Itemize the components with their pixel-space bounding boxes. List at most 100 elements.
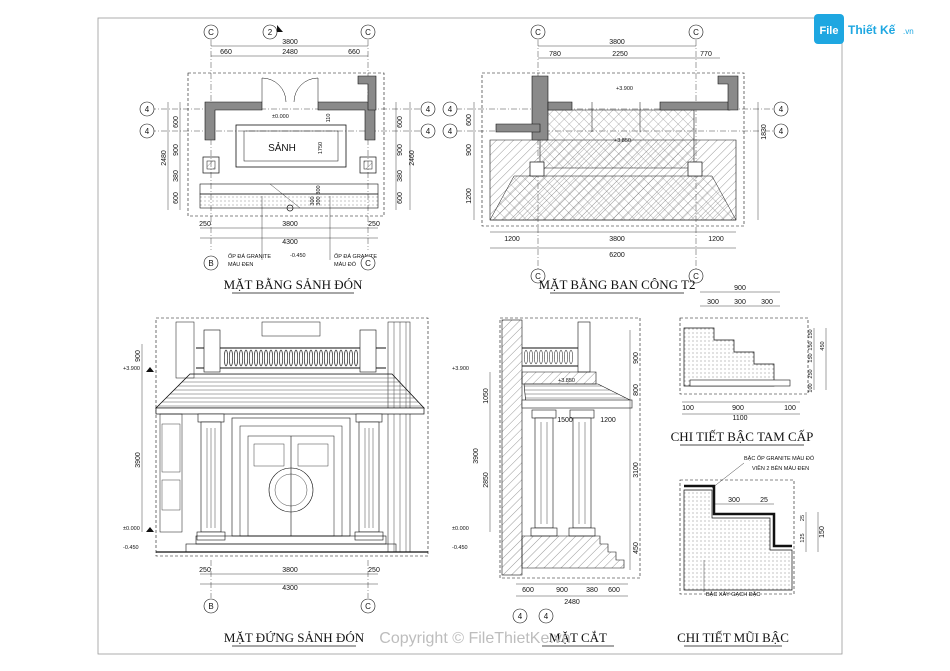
plan2-level-b: +3.850 bbox=[614, 138, 631, 144]
elevation-lobby: +3.900 ±0.000 -0.450 900 3900 250 3800 2… bbox=[123, 317, 429, 647]
grid-bubble-c: C bbox=[535, 28, 541, 37]
sect-dim-right-a: 900 bbox=[633, 352, 640, 364]
grid-bubble-c: C bbox=[693, 272, 699, 281]
title-nosing-detail: CHI TIẾT MŨI BẬC bbox=[677, 630, 789, 645]
elev-dim-bottom-b: 3800 bbox=[282, 567, 298, 574]
steps-dim-right-e: 100 bbox=[808, 383, 814, 392]
plan2-dim-right: 1830 bbox=[761, 124, 768, 140]
plan1-note-granite-black-1: ỐP ĐÁ GRANITE bbox=[228, 253, 271, 260]
title-plan-balcony: MẶT BẰNG BAN CÔNG T2 bbox=[539, 277, 696, 292]
plan2-dim-top-c: 770 bbox=[700, 51, 712, 58]
plan1-dim-right-c: 380 bbox=[397, 170, 404, 182]
plan2-dim-bottom-total: 6200 bbox=[609, 252, 625, 259]
grid-bubble-4: 4 bbox=[448, 127, 453, 136]
grid-bubble-4: 4 bbox=[426, 127, 431, 136]
grid-bubble-2: 2 bbox=[268, 28, 273, 37]
sect-dim-bottom-b: 900 bbox=[556, 587, 568, 594]
nosing-dim-total: 150 bbox=[819, 526, 826, 538]
logo-brand-a: File bbox=[820, 25, 839, 37]
grid-bubble-b: B bbox=[208, 602, 213, 611]
detail-nosing: BẬC ỐP GRANITE MÀU ĐỎ VIỀN 2 BÊN MÀU ĐEN… bbox=[677, 455, 826, 647]
plan1-dim-top-c: 660 bbox=[348, 49, 360, 56]
watermark-copyright: Copyright © FileThietKe.vn bbox=[379, 630, 570, 647]
steps-dim-right-b: 150 bbox=[808, 341, 814, 350]
plan2-dim-left-b: 900 bbox=[466, 144, 473, 156]
sect-level-minus: -0.450 bbox=[452, 545, 468, 551]
grid-bubble-4: 4 bbox=[448, 105, 453, 114]
sheet-border bbox=[97, 17, 843, 655]
plan1-dim-left-a: 600 bbox=[173, 116, 180, 128]
steps-dim-bottom-total: 1100 bbox=[732, 415, 747, 422]
grid-bubble-4: 4 bbox=[779, 127, 784, 136]
watermark-logo: File Thiết Kế .vn bbox=[814, 14, 914, 44]
grid-bubble-c: C bbox=[365, 28, 371, 37]
elev-dim-left-a: 900 bbox=[135, 350, 142, 362]
sect-dim-right-b: 800 bbox=[633, 384, 640, 396]
section-view: +3.900 +3.850 ±0.000 -0.450 1050 3900 28… bbox=[452, 317, 641, 647]
plan1-dim-left-d: 600 bbox=[173, 192, 180, 204]
steps-dim-right-c: 150 bbox=[808, 353, 814, 362]
steps-dim-right-total: 450 bbox=[820, 341, 826, 350]
sect-dim-inner-a: 1500 bbox=[557, 417, 573, 424]
nosing-note-granite-red: BẬC ỐP GRANITE MÀU ĐỎ bbox=[744, 455, 815, 462]
plan-lobby: SẢNH 3800 660 2480 660 600 900 2480 380 … bbox=[139, 24, 420, 294]
plan1-dim-bottom-a: 250 bbox=[199, 221, 211, 228]
grid-bubble-4: 4 bbox=[426, 105, 431, 114]
grid-bubble-c: C bbox=[693, 28, 699, 37]
plan1-level-minus: -0.450 bbox=[290, 253, 306, 259]
plan2-dim-left-a: 600 bbox=[466, 114, 473, 126]
title-elevation-lobby: MẶT ĐỨNG SẢNH ĐÓN bbox=[224, 630, 365, 645]
plan1-dim-top-total: 3800 bbox=[282, 39, 298, 46]
nosing-dim-b: 25 bbox=[760, 497, 768, 504]
plan1-dim-inner-e: 300 bbox=[310, 196, 316, 205]
grid-bubble-4: 4 bbox=[518, 612, 523, 621]
logo-brand-b: Thiết Kế bbox=[848, 23, 896, 37]
sect-level-zero: ±0.000 bbox=[452, 526, 469, 532]
grid-bubble-b: B bbox=[208, 259, 213, 268]
grid-bubble-c: C bbox=[535, 272, 541, 281]
sect-dim-left-c: 2850 bbox=[483, 472, 490, 488]
steps-dim-bottom-a: 100 bbox=[682, 405, 694, 412]
elev-dim-left-b: 3900 bbox=[135, 452, 142, 468]
plan1-dim-inner-c: 300 bbox=[316, 185, 322, 194]
plan1-dim-right-d: 600 bbox=[397, 192, 404, 204]
sect-dim-left-b: 3900 bbox=[473, 448, 480, 464]
title-plan-lobby: MẶT BẰNG SẢNH ĐÓN bbox=[224, 277, 363, 292]
plan1-dim-right-b: 900 bbox=[397, 144, 404, 156]
plan2-dim-top-total: 3800 bbox=[609, 39, 625, 46]
plan1-dim-top-a: 660 bbox=[220, 49, 232, 56]
sect-dim-bottom-c: 380 bbox=[586, 587, 598, 594]
sect-dim-inner-b: 1200 bbox=[600, 417, 616, 424]
plan2-dim-top-a: 780 bbox=[549, 51, 561, 58]
sect-dim-right-c: 3100 bbox=[633, 462, 640, 478]
nosing-note-edge-black: VIỀN 2 BÊN MÀU ĐEN bbox=[752, 464, 809, 472]
sect-dim-bottom-total: 2480 bbox=[564, 599, 580, 606]
sect-dim-bottom-d: 600 bbox=[608, 587, 620, 594]
plan2-level-a: +3.900 bbox=[616, 86, 633, 92]
plan1-dim-bottom-total: 4300 bbox=[282, 239, 298, 246]
sect-dim-left-a: 1050 bbox=[483, 388, 490, 404]
plan1-dim-right-a: 600 bbox=[397, 116, 404, 128]
plan1-dim-left-b: 900 bbox=[173, 144, 180, 156]
nosing-dim-d: 125 bbox=[800, 533, 806, 542]
room-label-lobby: SẢNH bbox=[268, 141, 296, 154]
plan1-dim-right-total: 2460 bbox=[409, 150, 416, 166]
logo-brand-c: .vn bbox=[903, 27, 914, 36]
elev-level-top: +3.900 bbox=[123, 366, 140, 372]
title-section: MẶT CẮT bbox=[549, 630, 607, 645]
plan2-dim-top-b: 2250 bbox=[612, 51, 628, 58]
plan1-note-granite-black-2: MÀU ĐEN bbox=[228, 261, 253, 268]
plan1-dim-inner-b: 110 bbox=[326, 114, 332, 123]
nosing-dim-c: 25 bbox=[800, 515, 806, 521]
plan1-dim-left-c: 380 bbox=[173, 170, 180, 182]
elev-level-zero: ±0.000 bbox=[123, 526, 140, 532]
plan1-note-granite-red-2: MÀU ĐỎ bbox=[334, 261, 357, 268]
grid-bubble-4: 4 bbox=[544, 612, 549, 621]
elev-dim-bottom-total: 4300 bbox=[282, 585, 298, 592]
steps-dim-top-b: 300 bbox=[734, 299, 746, 306]
plan1-note-granite-red-1: ỐP ĐÁ GRANITE bbox=[334, 253, 377, 260]
steps-dim-top-total: 900 bbox=[734, 285, 746, 292]
plan2-dim-left-c: 1200 bbox=[466, 188, 473, 204]
grid-bubble-4: 4 bbox=[779, 105, 784, 114]
